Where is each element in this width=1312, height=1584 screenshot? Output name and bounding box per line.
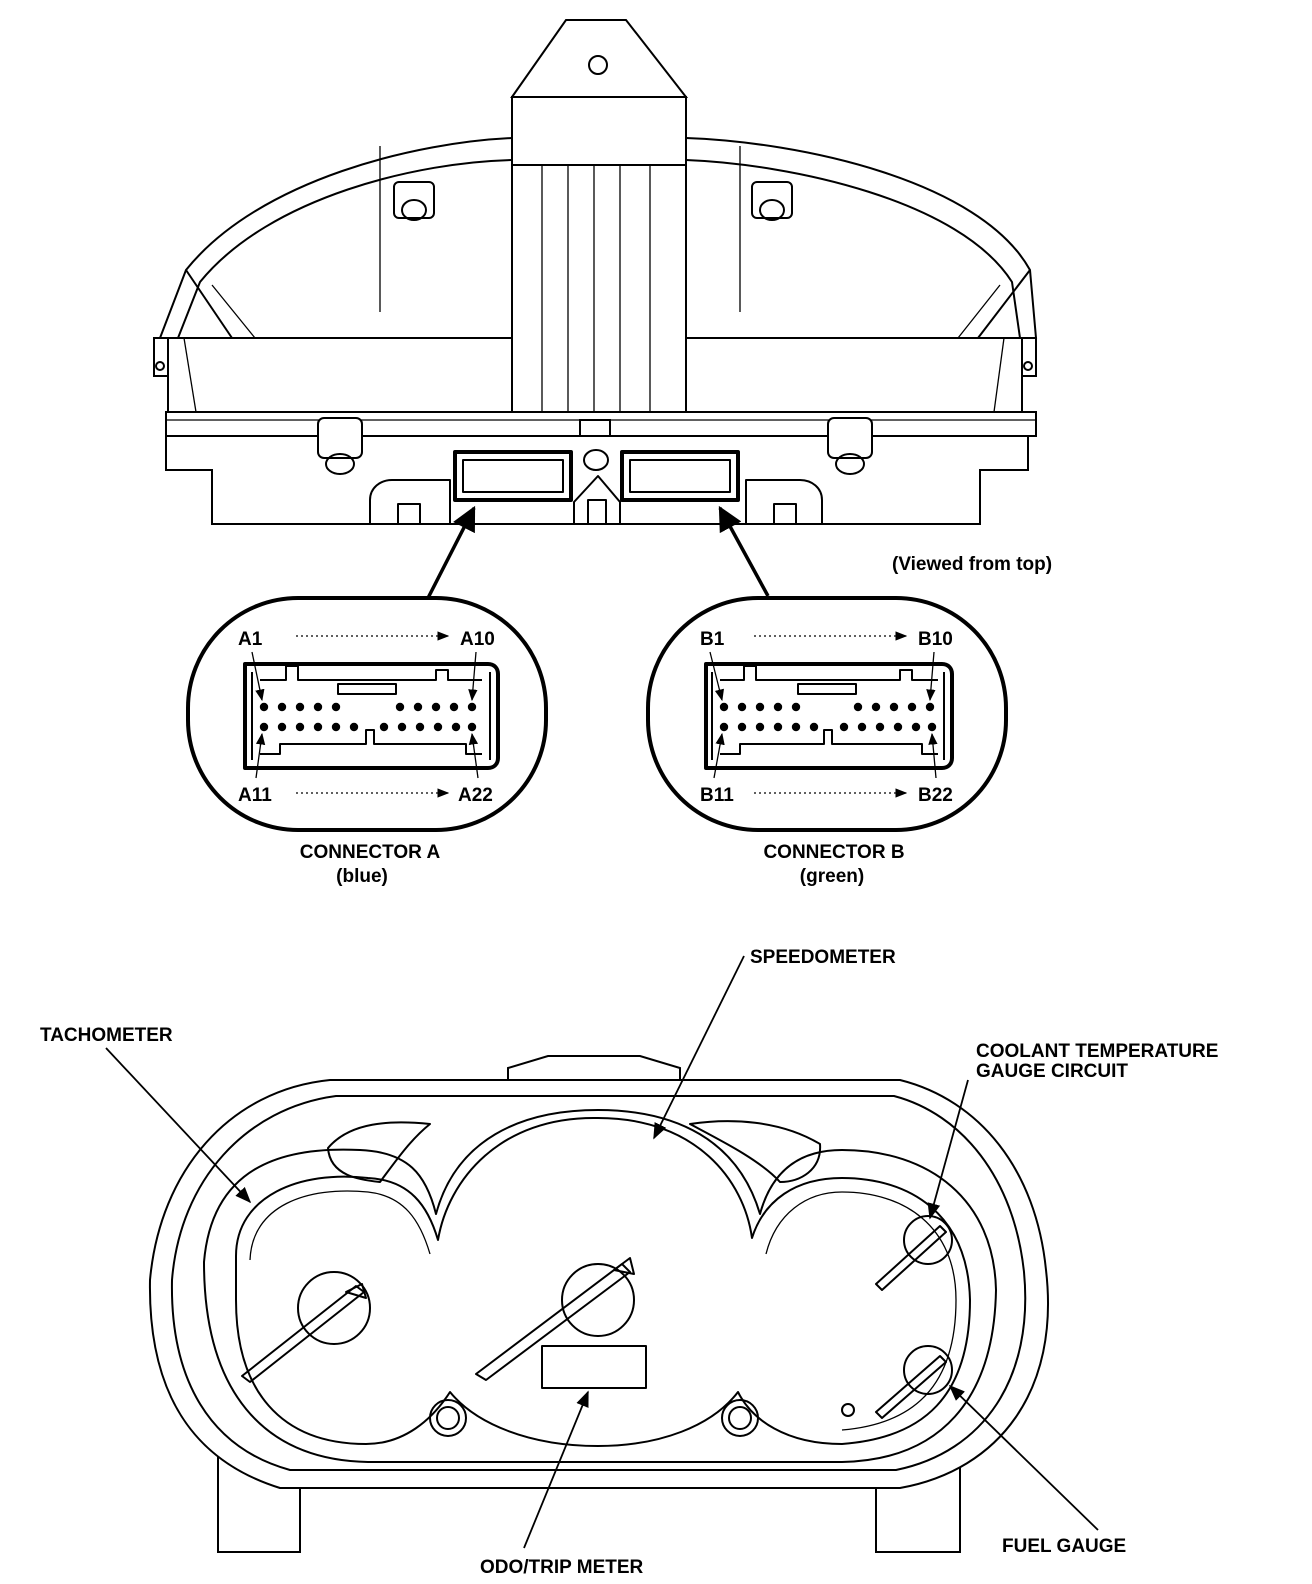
coolant-leader: [927, 1079, 969, 1220]
odo-trip-leader: [523, 1390, 589, 1549]
connector-a-detail: A1 A10 A11 A22: [186, 596, 548, 832]
pin-label-a1: A1: [238, 629, 263, 650]
coolant-temperature-label: COOLANT TEMPERATURE: [976, 1041, 1218, 1062]
connector-a-pointer-arrow: [426, 505, 476, 599]
pin-label-a10: A10: [460, 629, 495, 650]
connector-b-title: CONNECTOR B: [763, 842, 904, 863]
pin-label-b1: B1: [700, 629, 725, 650]
cluster-front-view: [148, 1055, 1049, 1553]
pin-label-b11: B11: [700, 785, 734, 806]
fuel-gauge-leader: [948, 1384, 1099, 1531]
pin-label-b22: B22: [918, 785, 953, 806]
rear-connector-socket-a: [453, 450, 573, 502]
connector-b-detail: B1 B10 B11 B22: [646, 596, 1008, 832]
tachometer-label: TACHOMETER: [40, 1025, 173, 1046]
viewed-from-top-label: (Viewed from top): [892, 554, 1052, 575]
connector-b-color: (green): [800, 866, 864, 887]
connector-b-pins: [719, 702, 937, 732]
pin-label-a22: A22: [458, 785, 493, 806]
odo-trip-meter-label: ODO/TRIP METER: [480, 1557, 644, 1578]
pin-label-a11: A11: [238, 785, 272, 806]
tachometer-leader: [105, 1047, 252, 1204]
cluster-rear-view: [153, 19, 1038, 525]
connector-a-pins: [259, 702, 477, 732]
speedometer-leader: [653, 955, 745, 1140]
connector-a-color: (blue): [336, 866, 388, 887]
rear-connector-socket-b: [620, 450, 740, 502]
speedometer-label: SPEEDOMETER: [750, 947, 896, 968]
fuel-gauge-label: FUEL GAUGE: [1002, 1536, 1126, 1557]
pin-label-b10: B10: [918, 629, 953, 650]
connector-b-pointer-arrow: [718, 505, 770, 597]
coolant-gauge-circuit-label: GAUGE CIRCUIT: [976, 1061, 1128, 1082]
connector-a-title: CONNECTOR A: [300, 842, 441, 863]
